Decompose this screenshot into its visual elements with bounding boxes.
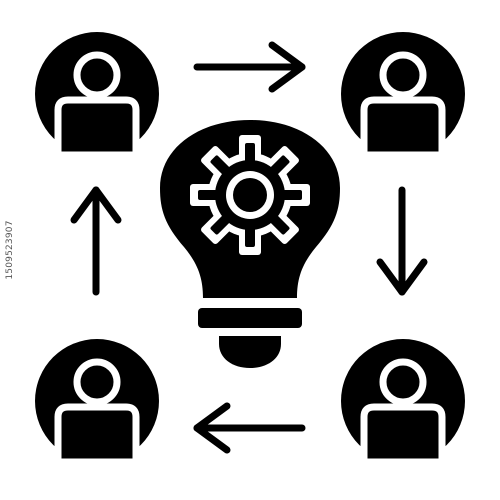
lightbulb-gear-icon — [160, 120, 340, 368]
user-avatar-icon — [35, 32, 159, 159]
user-avatar-icon — [341, 32, 465, 159]
left-arrow-icon — [193, 402, 306, 454]
up-arrow-icon — [70, 186, 122, 296]
down-arrow-icon — [376, 186, 428, 296]
stock-id-watermark: 1509523907 — [5, 220, 15, 280]
user-avatar-icon — [341, 339, 465, 466]
right-arrow-icon — [193, 41, 306, 93]
user-avatar-icon — [35, 339, 159, 466]
